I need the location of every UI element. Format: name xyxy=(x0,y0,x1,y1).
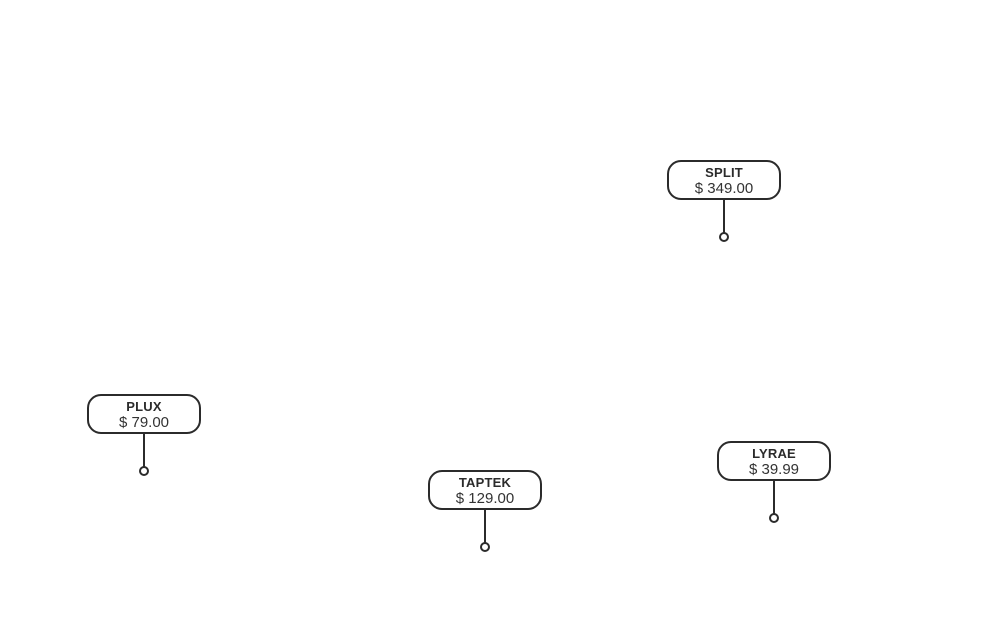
product-hotspot-taptek[interactable]: TAPTEK $ 129.00 xyxy=(428,470,542,558)
hotspot-pin-icon[interactable] xyxy=(139,466,149,476)
product-price: $ 129.00 xyxy=(455,490,515,507)
product-hotspot-plux[interactable]: PLUX $ 79.00 xyxy=(87,394,201,482)
product-tag[interactable]: SPLIT $ 349.00 xyxy=(667,160,781,200)
product-hotspot-split[interactable]: SPLIT $ 349.00 xyxy=(667,160,781,248)
product-tag[interactable]: PLUX $ 79.00 xyxy=(87,394,201,434)
product-price: $ 39.99 xyxy=(748,461,800,478)
product-tag[interactable]: TAPTEK $ 129.00 xyxy=(428,470,542,510)
product-name: SPLIT xyxy=(705,165,743,180)
hotspot-stem xyxy=(484,510,486,547)
hotspot-stem xyxy=(723,200,725,237)
product-price: $ 349.00 xyxy=(694,180,754,197)
hotspot-pin-icon[interactable] xyxy=(769,513,779,523)
product-tag[interactable]: LYRAE $ 39.99 xyxy=(717,441,831,481)
product-name: TAPTEK xyxy=(458,475,512,490)
product-name: PLUX xyxy=(126,399,162,414)
hotspot-stem xyxy=(143,434,145,471)
hotspot-stem xyxy=(773,481,775,518)
hotspot-pin-icon[interactable] xyxy=(480,542,490,552)
hotspot-pin-icon[interactable] xyxy=(719,232,729,242)
product-price: $ 79.00 xyxy=(118,414,170,431)
product-name: LYRAE xyxy=(752,446,796,461)
product-hotspot-lyrae[interactable]: LYRAE $ 39.99 xyxy=(717,441,831,529)
